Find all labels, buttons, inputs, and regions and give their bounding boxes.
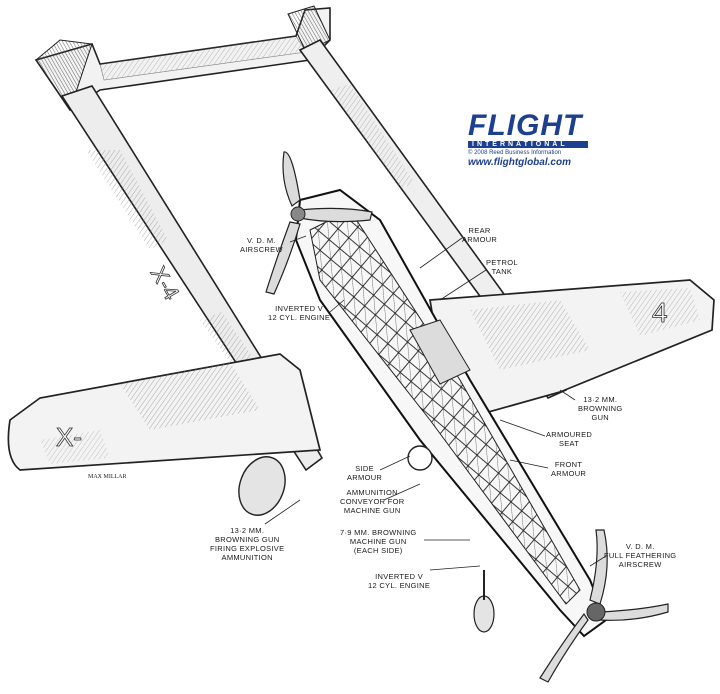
rear-propeller xyxy=(265,151,373,295)
leader-lines xyxy=(264,235,607,571)
label-rear-armour: REAR ARMOUR xyxy=(462,226,498,244)
label-browning-left: 13·2 MM. BROWNING GUN FIRING EXPLOSIVE A… xyxy=(210,526,285,562)
right-wing xyxy=(429,279,715,422)
label-browning-mg: 7·9 MM. BROWNING MACHINE GUN (EACH SIDE) xyxy=(340,528,417,555)
label-armoured-seat: ARMOURED SEAT xyxy=(546,430,593,448)
logo-wordmark: FLIGHT xyxy=(468,109,583,142)
label-petrol-tank: PETROL TANK xyxy=(486,258,518,276)
label-inverted-v-top: INVERTED V 12 CYL. ENGINE xyxy=(268,304,331,322)
label-inverted-v-bottom: INVERTED V 12 CYL. ENGINE xyxy=(368,572,431,590)
left-wing xyxy=(7,353,322,471)
front-propeller xyxy=(539,529,669,683)
label-vdm-full-feathering: V. D. M. FULL FEATHERING AIRSCREW xyxy=(604,542,677,569)
wing-right-marking: 4 xyxy=(652,297,668,328)
logo-subtitle: INTERNATIONAL xyxy=(468,141,588,148)
logo-url: www.flightglobal.com xyxy=(468,157,571,168)
label-front-armour: FRONT ARMOUR xyxy=(551,460,587,478)
flight-international-logo: FLIGHT INTERNATIONAL © 2008 Reed Busines… xyxy=(468,109,588,168)
label-ammo-conveyor: AMMUNITION CONVEYOR FOR MACHINE GUN xyxy=(340,488,405,515)
fuselage xyxy=(294,188,608,638)
undercarriage xyxy=(238,456,495,633)
logo-copyright: © 2008 Reed Business Information xyxy=(468,150,562,156)
label-vdm-airscrew: V. D. M. AIRSCREW xyxy=(240,236,283,254)
tailplane xyxy=(34,5,331,112)
wing-left-marking: X- xyxy=(56,422,82,452)
label-side-armour: SIDE ARMOUR xyxy=(347,464,383,482)
label-browning-right: 13·2 MM. BROWNING GUN xyxy=(578,395,623,422)
artist-signature: MAX MILLAR xyxy=(88,474,127,480)
